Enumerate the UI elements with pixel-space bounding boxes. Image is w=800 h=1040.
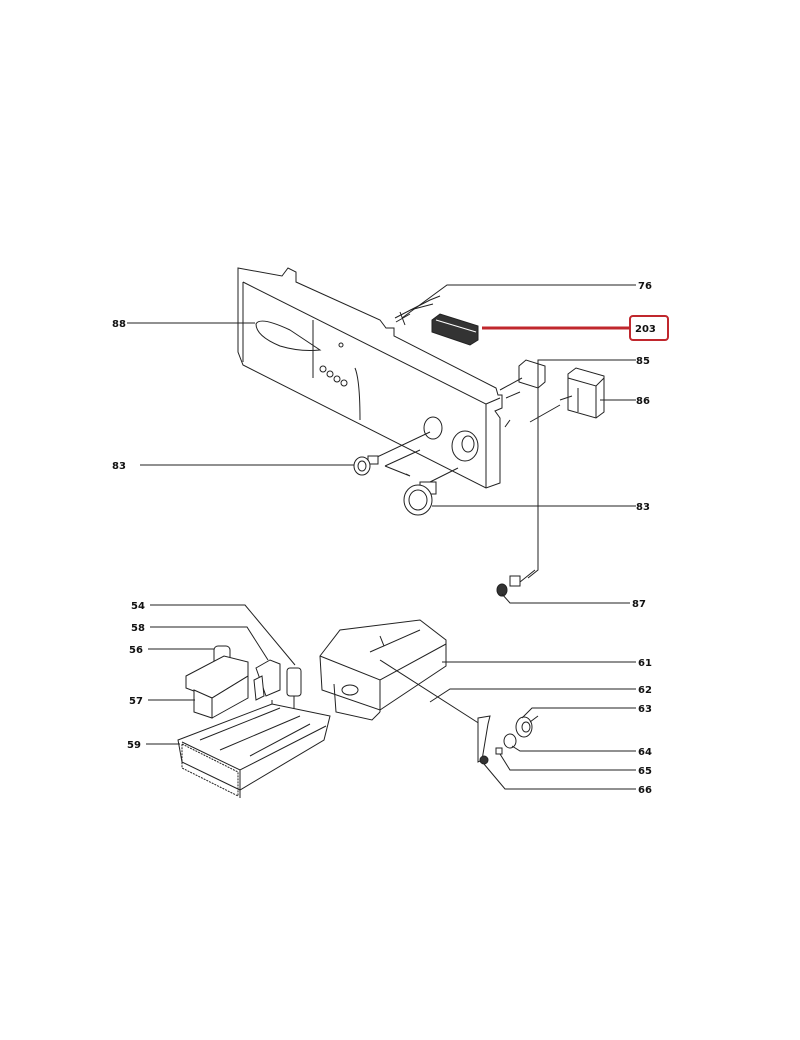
cam-part-64 [503, 733, 517, 749]
wire-part-76 [394, 295, 441, 326]
detergent-drawer-part-59 [177, 703, 331, 798]
callout-61: 61 [638, 658, 652, 669]
lever-part-62 [379, 659, 481, 725]
screw-part-87 [496, 569, 536, 597]
knob-part-83-large [384, 449, 459, 516]
callout-76: 76 [638, 281, 652, 292]
knob-part-83-small [353, 431, 431, 476]
dispenser-housing-part-61 [319, 619, 447, 721]
siphon-part-58 [253, 659, 281, 701]
callout-66: 66 [638, 785, 652, 796]
highlight-box-203 [629, 315, 669, 341]
callout-85: 85 [636, 356, 650, 367]
leader-lines [127, 284, 636, 790]
callout-54: 54 [131, 601, 145, 612]
timer-part-86 [504, 367, 605, 428]
callout-87: 87 [632, 599, 646, 610]
callout-57: 57 [129, 696, 143, 707]
terminal-block-part-203 [431, 313, 479, 346]
callout-83-right: 83 [636, 502, 650, 513]
callout-65: 65 [638, 766, 652, 777]
callout-203[interactable]: 203 [635, 324, 656, 335]
control-panel-part-88 [237, 267, 503, 489]
callout-83-left: 83 [112, 461, 126, 472]
bracket-part-66 [477, 715, 491, 765]
callout-86: 86 [636, 396, 650, 407]
callout-88: 88 [112, 319, 126, 330]
callout-64: 64 [638, 747, 652, 758]
callout-62: 62 [638, 685, 652, 696]
dispenser-cap-part-56 [185, 645, 249, 719]
knob-part-63 [515, 715, 539, 738]
spring-part-65 [495, 747, 503, 755]
callout-58: 58 [131, 623, 145, 634]
callout-63: 63 [638, 704, 652, 715]
callout-59: 59 [127, 740, 141, 751]
callout-56: 56 [129, 645, 143, 656]
